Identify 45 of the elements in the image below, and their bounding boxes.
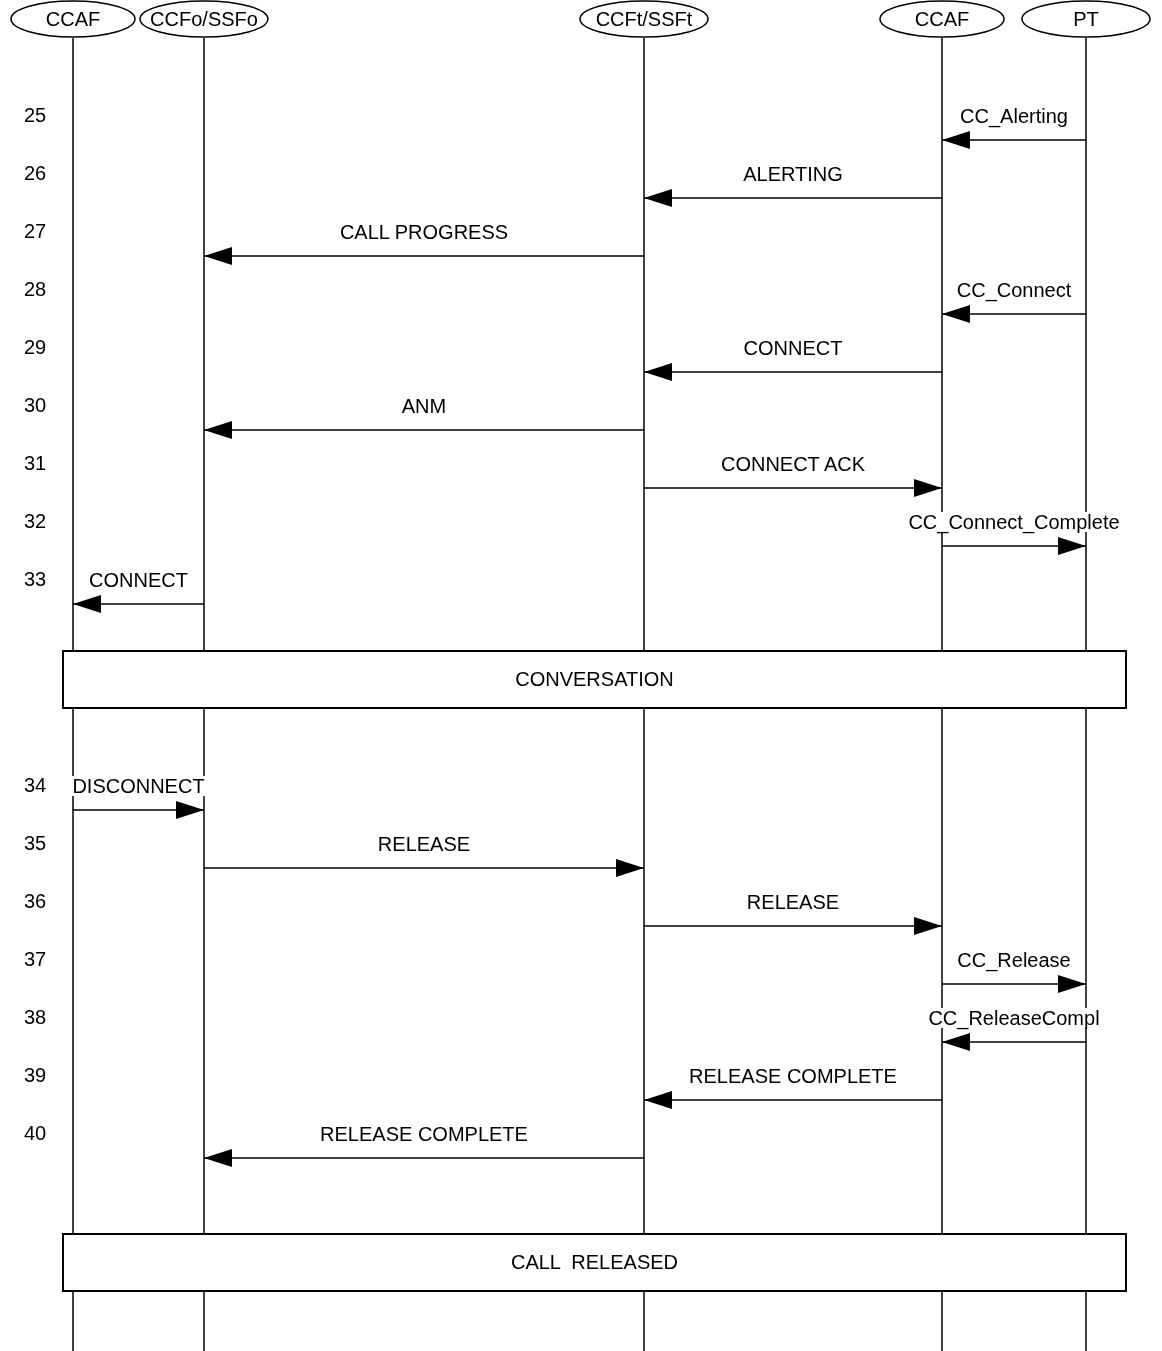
- message-arrow: [941, 131, 1087, 149]
- step-number: 30: [24, 394, 47, 416]
- message-arrow: [941, 537, 1087, 555]
- message-arrow: [643, 363, 943, 381]
- step-number: 26: [24, 162, 47, 184]
- message-arrow: [72, 801, 205, 819]
- message-arrow: [643, 479, 943, 497]
- step-number: 27: [24, 220, 47, 242]
- step-number: 35: [24, 832, 47, 854]
- message-label: CC_Alerting: [958, 106, 1070, 126]
- message-label: CC_Connect: [954, 280, 1074, 300]
- message-arrow: [203, 859, 645, 877]
- phase-bar: CONVERSATION: [62, 650, 1127, 709]
- step-number: 25: [24, 104, 47, 126]
- step-number: 31: [24, 452, 47, 474]
- message-arrow: [941, 975, 1087, 993]
- message-arrow: [203, 421, 645, 439]
- step-number: 40: [24, 1122, 47, 1144]
- step-number: 38: [24, 1006, 47, 1028]
- step-number: 39: [24, 1064, 47, 1086]
- step-number: 28: [24, 278, 47, 300]
- message-arrow: [643, 1091, 943, 1109]
- message-arrow: [643, 189, 943, 207]
- step-number: 32: [24, 510, 47, 532]
- message-label: DISCONNECT: [70, 776, 207, 796]
- message-arrow: [72, 595, 205, 613]
- message-label: ALERTING: [741, 164, 845, 184]
- message-label: RELEASE COMPLETE: [687, 1066, 899, 1086]
- message-label: CONNECT: [87, 570, 190, 590]
- message-arrow: [643, 917, 943, 935]
- message-arrow: [941, 305, 1087, 323]
- phase-bar: CALL RELEASED: [62, 1233, 1127, 1292]
- message-label: CC_Release: [955, 950, 1073, 970]
- step-number: 36: [24, 890, 47, 912]
- message-arrow: [203, 1149, 645, 1167]
- message-label: CC_Connect_Complete: [906, 512, 1122, 532]
- message-label: CC_ReleaseCompl: [926, 1008, 1102, 1028]
- message-label: RELEASE COMPLETE: [318, 1124, 530, 1144]
- step-number: 34: [24, 774, 47, 796]
- step-number: 33: [24, 568, 47, 590]
- message-label: CONNECT: [741, 338, 845, 358]
- message-arrow: [203, 247, 645, 265]
- step-number: 29: [24, 336, 47, 358]
- message-arrow: [941, 1033, 1087, 1051]
- step-number: 37: [24, 948, 47, 970]
